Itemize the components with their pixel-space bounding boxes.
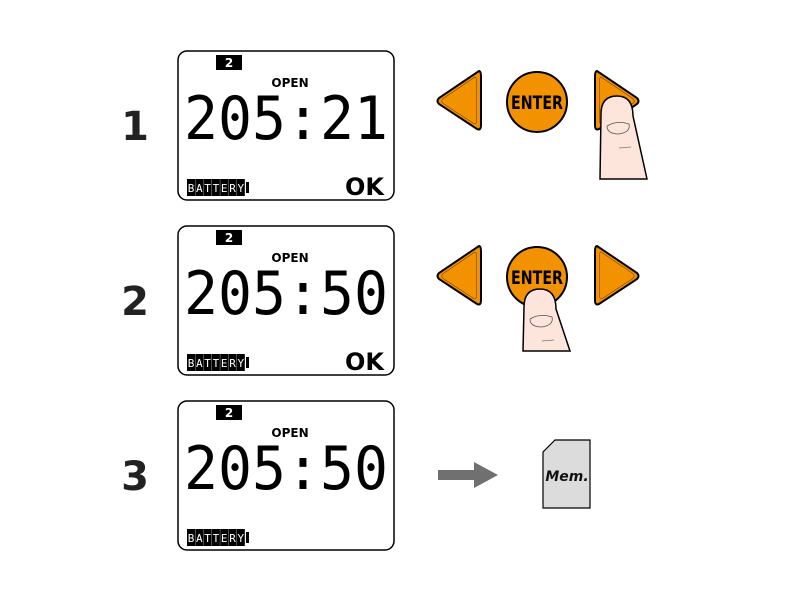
channel-number: 2	[225, 56, 233, 70]
battery-letter: Y	[237, 357, 244, 370]
battery-letter: E	[221, 357, 228, 370]
battery-segment	[187, 179, 195, 196]
battery-letter: R	[229, 182, 236, 195]
channel-badge	[216, 405, 242, 420]
battery-letter: A	[196, 182, 203, 195]
battery-letter: B	[188, 532, 195, 545]
battery-segment	[187, 354, 195, 371]
battery-segment	[236, 354, 245, 371]
battery-segment	[220, 179, 229, 196]
status-label: OPEN	[271, 426, 308, 440]
enter-label: ENTER	[511, 267, 563, 289]
battery-segment	[220, 354, 229, 371]
battery-letter: A	[196, 532, 203, 545]
time-readout: 205:50	[184, 434, 388, 504]
battery-segment	[203, 529, 212, 546]
battery-letter: R	[229, 357, 236, 370]
remote-buttons: ENTER	[436, 69, 648, 180]
status-label: OPEN	[271, 76, 308, 90]
battery-segment	[187, 529, 195, 546]
battery-letter: T	[204, 182, 211, 195]
battery-segment	[228, 529, 237, 546]
step-number: 1	[121, 104, 149, 150]
channel-number: 2	[225, 406, 233, 420]
channel-badge	[216, 230, 242, 245]
enter-button[interactable]	[506, 71, 568, 133]
battery-segment	[195, 354, 204, 371]
enter-label: ENTER	[511, 92, 563, 114]
finger-icon	[522, 288, 572, 352]
time-readout: 205:21	[184, 84, 388, 154]
battery-segment	[220, 529, 229, 546]
battery-letter: B	[188, 182, 195, 195]
battery-segment	[211, 179, 220, 196]
arrow-right-icon	[438, 462, 498, 488]
battery-letter: T	[213, 357, 220, 370]
step-number: 2	[121, 279, 149, 325]
time-readout: 205:50	[184, 259, 388, 329]
status-label: OPEN	[271, 251, 308, 265]
battery-segment	[211, 529, 220, 546]
left-arrow-button[interactable]	[436, 244, 482, 306]
battery-letter: E	[221, 182, 228, 195]
left-arrow-button[interactable]	[436, 69, 482, 131]
ok-label: OK	[345, 173, 385, 201]
battery-segment	[203, 179, 212, 196]
battery-segment	[195, 529, 204, 546]
battery-letter: A	[196, 357, 203, 370]
battery-letter: R	[229, 532, 236, 545]
battery-segment	[211, 354, 220, 371]
battery-letter: Y	[237, 532, 244, 545]
channel-number: 2	[225, 231, 233, 245]
ok-label: OK	[345, 348, 385, 376]
battery-letter: T	[213, 182, 220, 195]
battery-segment	[228, 179, 237, 196]
battery-segment	[195, 179, 204, 196]
battery-segment	[228, 354, 237, 371]
battery-letter: E	[221, 532, 228, 545]
battery-segment	[203, 354, 212, 371]
channel-badge	[216, 55, 242, 70]
remote-buttons: ENTER	[436, 244, 640, 352]
battery-segment	[236, 529, 245, 546]
battery-letter: Y	[237, 182, 244, 195]
right-arrow-button[interactable]	[594, 244, 640, 306]
memory-label: Mem.	[545, 469, 588, 485]
step-number: 3	[121, 454, 149, 500]
battery-letter: T	[204, 532, 211, 545]
battery-letter: T	[204, 357, 211, 370]
finger-icon	[599, 95, 648, 180]
battery-segment	[236, 179, 245, 196]
battery-letter: B	[188, 357, 195, 370]
battery-letter: T	[213, 532, 220, 545]
memory-card-icon: Mem.	[542, 439, 591, 509]
